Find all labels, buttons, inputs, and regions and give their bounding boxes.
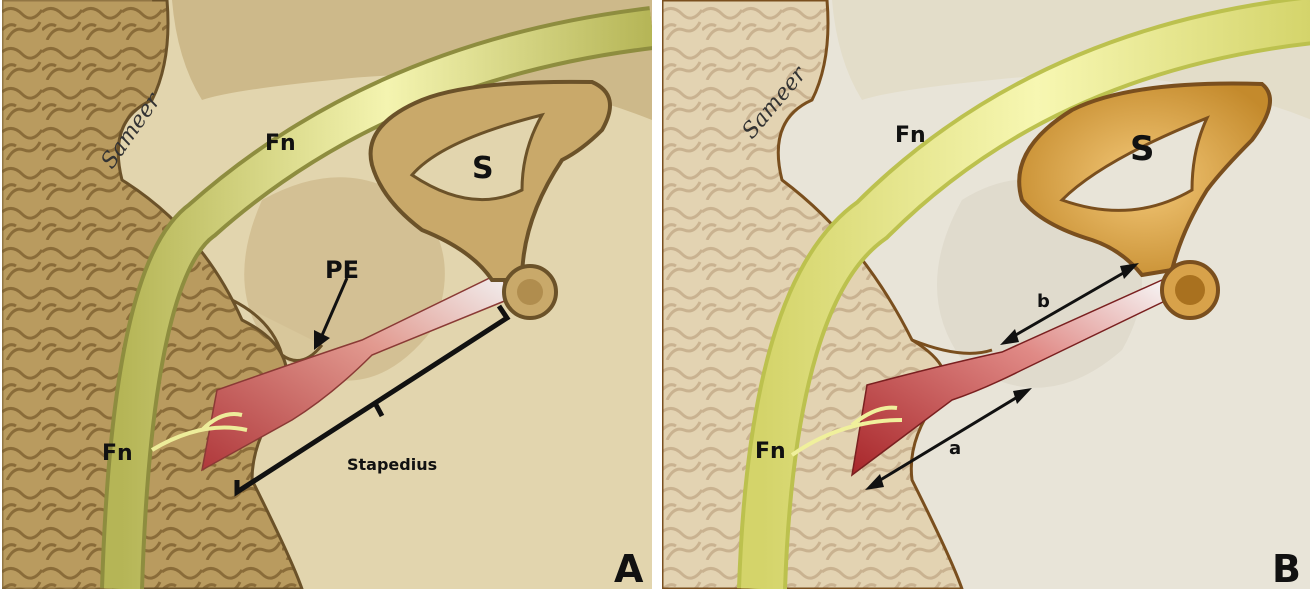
label-arrow-b: b: [1037, 291, 1050, 312]
panel-letter: A: [614, 547, 644, 589]
label-fn-left: Fn: [102, 441, 133, 466]
label-stapedius: Stapedius: [347, 455, 437, 474]
panel-a-illustration: Sameer Fn S PE Fn Stapedius A: [2, 0, 652, 589]
label-fn-top: Fn: [265, 131, 296, 156]
label-pe: PE: [325, 256, 359, 284]
label-arrow-a: a: [949, 438, 961, 459]
stapes-head-inner: [517, 279, 543, 305]
panel-b: Sameer Fn S b a Fn B: [662, 0, 1310, 589]
stapes-head-inner: [1175, 275, 1205, 305]
panel-a: Sameer Fn S PE Fn Stapedius A: [2, 0, 652, 589]
label-stapes: S: [472, 151, 494, 186]
panel-b-illustration: Sameer Fn S b a Fn B: [662, 0, 1310, 589]
label-fn-top: Fn: [895, 123, 926, 148]
label-fn-left: Fn: [755, 439, 786, 464]
label-stapes: S: [1130, 129, 1155, 169]
panel-letter: B: [1272, 547, 1301, 589]
